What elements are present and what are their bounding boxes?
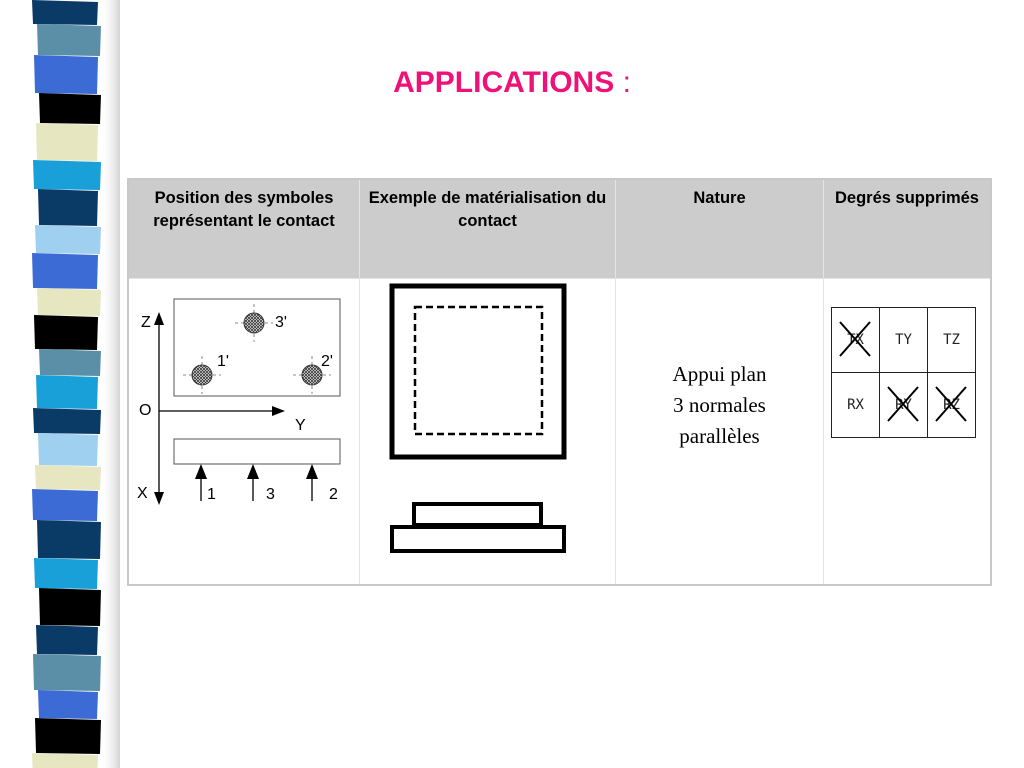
slide-title: APPLICATIONS : [0, 66, 1024, 100]
dof-row-rotations: RX RY RZ [831, 372, 976, 438]
point-label-2prime: 2' [321, 353, 333, 370]
x-axis-label: X [137, 485, 148, 502]
table-row: Z Y O X 3' [127, 278, 992, 586]
y-axis-arrow [272, 406, 285, 416]
removed-cross-icon [935, 386, 967, 422]
header-nature: Nature [615, 179, 824, 279]
z-axis-label: Z [141, 314, 151, 331]
top-view-dashed-square [413, 305, 544, 436]
nature-line-3: parallèles [679, 424, 760, 448]
header-degres: Degrés supprimés [823, 179, 992, 279]
contact-arrow-3 [247, 464, 259, 501]
nature-description: Appui plan 3 normales parallèles [616, 359, 823, 452]
dof-tz: TZ [927, 307, 976, 373]
arrow-label-1: 1 [207, 486, 216, 503]
dof-ty: TY [879, 307, 928, 373]
nature-line-1: Appui plan [672, 362, 767, 386]
contact-arrow-2 [306, 464, 318, 501]
top-view-outer-square [389, 283, 567, 460]
side-view-upper-block [412, 502, 543, 527]
header-position: Position des symboles représentant le co… [127, 179, 360, 279]
removed-cross-icon [887, 386, 919, 422]
slide-title-text: APPLICATIONS [393, 66, 615, 99]
y-axis-label: Y [295, 417, 306, 434]
side-view-plate [173, 438, 341, 465]
contact-arrow-1 [195, 464, 207, 501]
header-materialisation: Exemple de matérialisation du contact [359, 179, 616, 279]
dof-rz: RZ [927, 372, 976, 438]
nature-cell: Appui plan 3 normales parallèles [615, 278, 824, 586]
position-diagram-cell: Z Y O X 3' [127, 278, 360, 586]
materialisation-cell [359, 278, 616, 586]
decorative-side-strip [32, 0, 120, 768]
contact-point-3prime [235, 304, 273, 342]
removed-cross-icon [839, 321, 871, 357]
arrow-label-3: 3 [266, 486, 275, 503]
arrow-label-2: 2 [329, 486, 338, 503]
dof-grid: TX TY TZ RX RY RZ [831, 307, 976, 438]
dof-rx: RX [831, 372, 880, 438]
top-view-rect [173, 298, 341, 397]
materialisation-drawing [389, 283, 567, 553]
degres-cell: TX TY TZ RX RY RZ [823, 278, 992, 586]
contact-point-1prime [183, 356, 221, 394]
dof-tx: TX [831, 307, 880, 373]
x-axis-arrow [154, 492, 164, 505]
dof-ry: RY [879, 372, 928, 438]
origin-label: O [139, 402, 151, 419]
z-axis-arrow [154, 312, 164, 325]
point-label-1prime: 1' [217, 353, 229, 370]
nature-line-2: 3 normales [673, 393, 766, 417]
liaison-table: Position des symboles représentant le co… [127, 178, 992, 586]
side-view-base-plate [390, 525, 566, 553]
point-label-3prime: 3' [275, 314, 287, 331]
position-symbols-diagram: Z Y O X 3' [137, 298, 341, 505]
slide-title-colon: : [622, 66, 631, 99]
contact-point-2prime [293, 356, 331, 394]
table-header-row: Position des symboles représentant le co… [127, 179, 992, 279]
dof-row-translations: TX TY TZ [831, 307, 976, 373]
